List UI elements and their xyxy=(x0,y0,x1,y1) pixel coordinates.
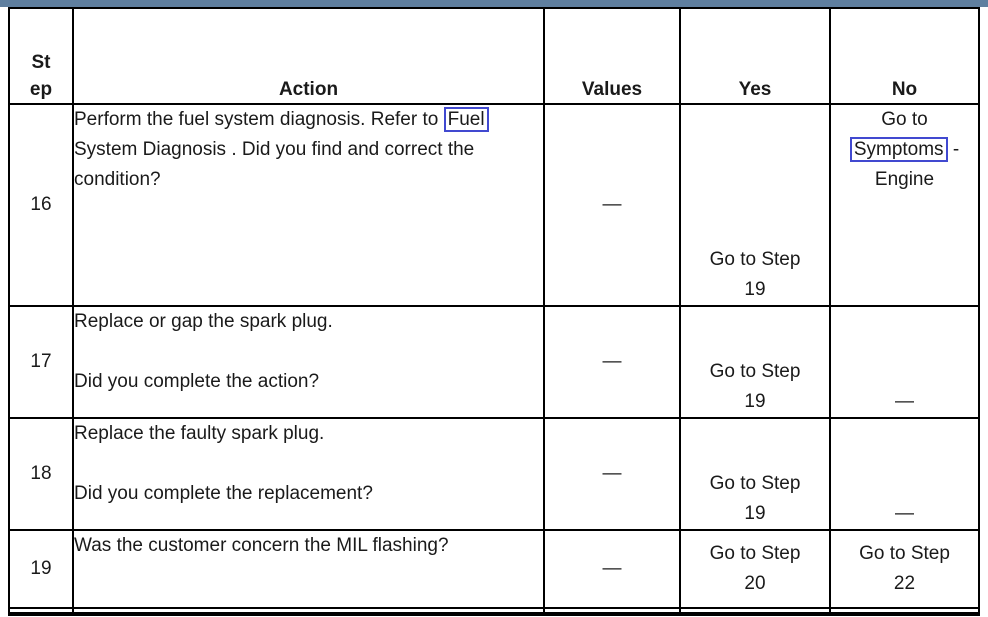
table-row-step-19: 19 Was the customer concern the MIL flas… xyxy=(8,529,980,609)
values-cell: — xyxy=(543,103,681,307)
no-cell: — xyxy=(829,417,980,531)
action-cell: Replace the faulty spark plug. Did you c… xyxy=(72,417,545,531)
fuel-system-diagnosis-link[interactable]: Fuel xyxy=(443,107,489,132)
table-row-step-17: 17 Replace or gap the spark plug. Did yo… xyxy=(8,305,980,419)
step-number: 18 xyxy=(8,417,74,531)
partial-cell xyxy=(679,607,831,616)
action-cell: Was the customer concern the MIL flashin… xyxy=(72,529,545,609)
header-action: Action xyxy=(72,7,545,105)
no-text-line1: Go to xyxy=(881,109,928,130)
no-cell: Go to Step 22 xyxy=(829,529,980,609)
header-row: St ep Action Values Yes No xyxy=(8,7,980,105)
values-cell: — xyxy=(543,305,681,419)
action-cell: Replace or gap the spark plug. Did you c… xyxy=(72,305,545,419)
action-text: Perform the fuel system diagnosis. Refer… xyxy=(74,109,444,130)
action-text-line3: condition? xyxy=(74,169,161,190)
diagnostic-table: St ep Action Values Yes No 16 Perform th… xyxy=(8,7,980,616)
step-number: 17 xyxy=(8,305,74,419)
no-text-suffix: - xyxy=(947,139,960,160)
yes-cell: Go to Step 19 xyxy=(679,103,831,307)
action-cell: Perform the fuel system diagnosis. Refer… xyxy=(72,103,545,307)
header-no: No xyxy=(829,7,980,105)
header-yes: Yes xyxy=(679,7,831,105)
yes-cell: Go to Step 19 xyxy=(679,417,831,531)
step-number: 19 xyxy=(8,529,74,609)
values-cell: — xyxy=(543,417,681,531)
next-row-partial xyxy=(8,607,980,616)
no-text-line2: Symptoms - xyxy=(832,135,977,165)
table-row-step-16: 16 Perform the fuel system diagnosis. Re… xyxy=(8,103,980,307)
partial-cell xyxy=(829,607,980,616)
yes-cell: Go to Step 20 xyxy=(679,529,831,609)
action-text-line2: System Diagnosis . Did you find and corr… xyxy=(74,139,475,160)
values-cell: — xyxy=(543,529,681,609)
yes-cell: Go to Step 19 xyxy=(679,305,831,419)
partial-cell xyxy=(543,607,681,616)
symptoms-engine-link[interactable]: Symptoms xyxy=(849,137,948,162)
step-number: 16 xyxy=(8,103,74,307)
header-values: Values xyxy=(543,7,681,105)
no-cell: — xyxy=(829,305,980,419)
table-row-step-18: 18 Replace the faulty spark plug. Did yo… xyxy=(8,417,980,531)
partial-cell xyxy=(8,607,74,616)
action-text-line1: Perform the fuel system diagnosis. Refer… xyxy=(74,106,542,135)
header-step: St ep xyxy=(8,7,74,105)
partial-cell xyxy=(72,607,545,616)
no-text-line3: Engine xyxy=(874,169,935,190)
top-accent-bar xyxy=(0,0,988,7)
no-cell: Go to Symptoms - Engine xyxy=(829,103,980,307)
